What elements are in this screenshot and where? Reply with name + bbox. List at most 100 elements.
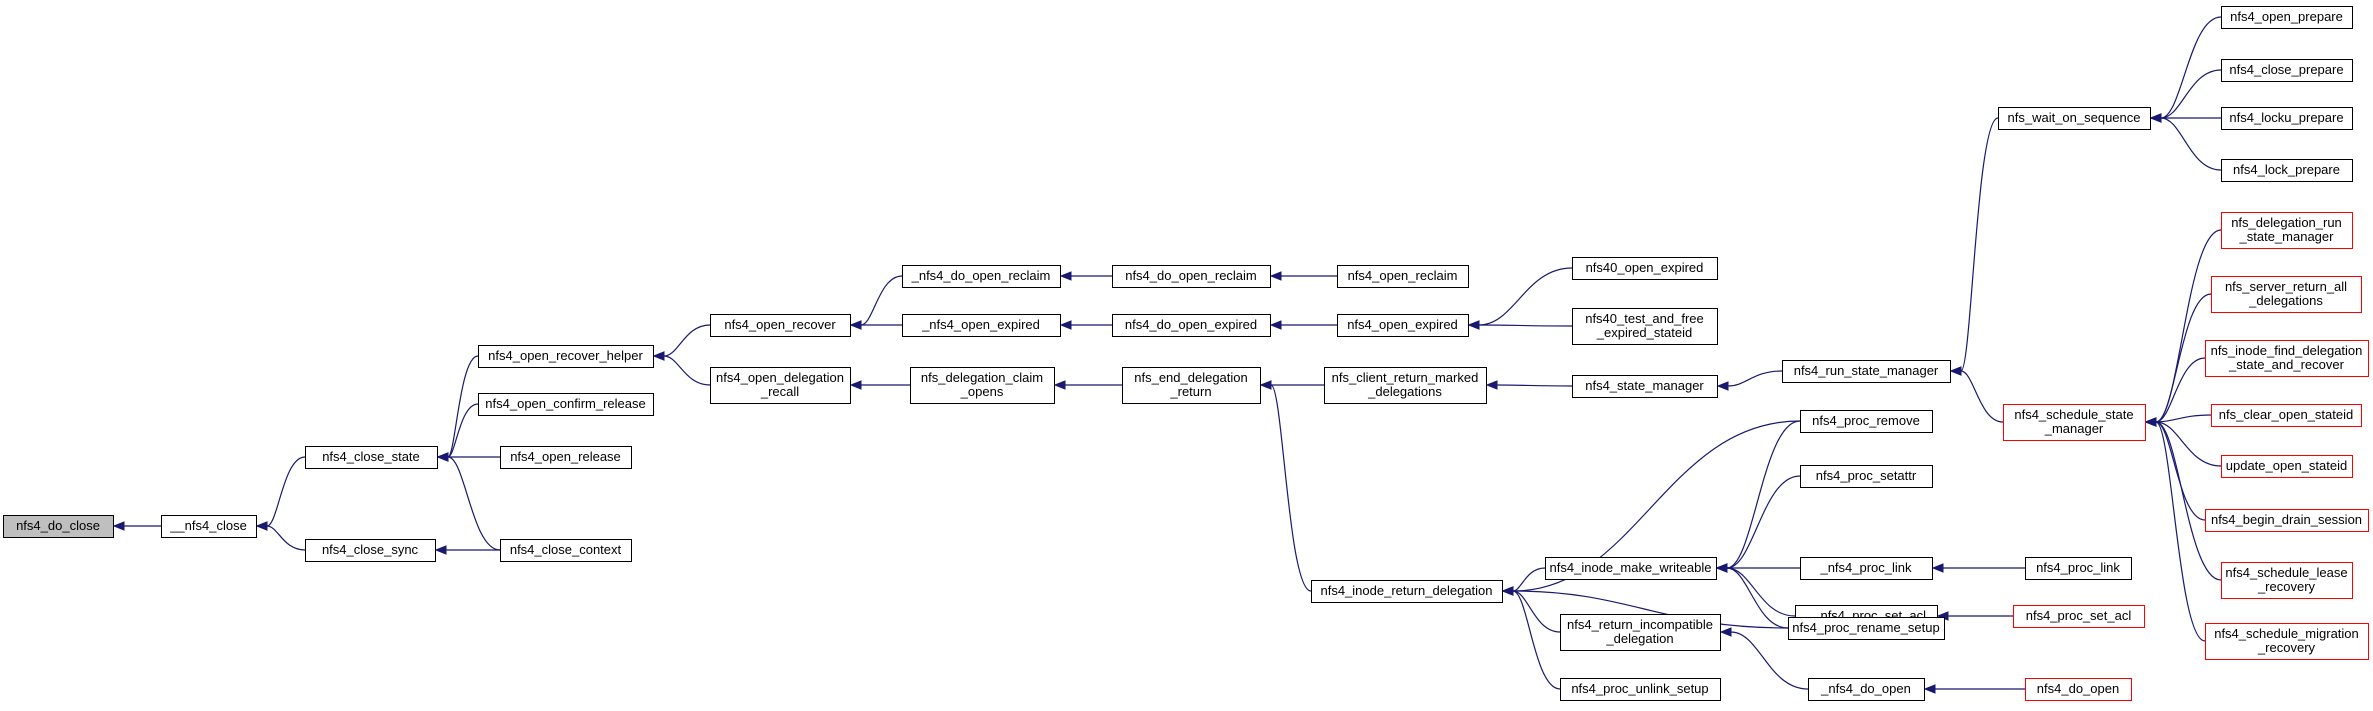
call-edge-nfs4_proc_set_acl-to-__nfs4_proc_set_acl	[1936, 611, 2014, 621]
node-nfs40_open_expired[interactable]: nfs40_open_expired	[1572, 257, 1718, 280]
edge-line	[2155, 421, 2206, 642]
edge-line	[2155, 414, 2212, 423]
node-_nfs4_do_open_reclaim[interactable]: _nfs4_do_open_reclaim	[902, 265, 1061, 288]
node-nfs_inode_find_delegation_state_and_recover[interactable]: nfs_inode_find_delegation_state_and_reco…	[2205, 340, 2369, 377]
node-nfs4_inode_return_delegation[interactable]: nfs4_inode_return_delegation	[1311, 580, 1503, 603]
node-nfs4_inode_make_writeable[interactable]: nfs4_inode_make_writeable	[1545, 557, 1717, 580]
node-nfs40_test_and_free_expired_stateid[interactable]: nfs40_test_and_free_expired_stateid	[1572, 308, 1718, 345]
node-nfs_delegation_claim_opens[interactable]: nfs_delegation_claim_opens	[910, 367, 1055, 404]
node-nfs4_schedule_state_manager[interactable]: nfs4_schedule_state_manager	[2003, 404, 2146, 441]
edge-arrowhead	[1059, 320, 1072, 330]
edge-line	[266, 525, 306, 551]
node-box	[2221, 107, 2353, 130]
node-_nfs4_do_open[interactable]: _nfs4_do_open	[1808, 678, 1925, 701]
node-nfs4_open_delegation_recall[interactable]: nfs4_open_delegation_recall	[710, 367, 851, 404]
node-box	[3, 515, 114, 538]
node-nfs4_do_open[interactable]: nfs4_do_open	[2025, 678, 2132, 701]
node-__nfs4_close[interactable]: __nfs4_close	[161, 515, 257, 538]
node-nfs4_proc_unlink_setup[interactable]: nfs4_proc_unlink_setup	[1560, 678, 1721, 701]
edge-arrowhead	[849, 380, 862, 390]
node-nfs4_open_reclaim[interactable]: nfs4_open_reclaim	[1337, 265, 1469, 288]
edge-arrowhead	[1923, 684, 1936, 694]
node-nfs4_close_sync[interactable]: nfs4_close_sync	[305, 539, 436, 562]
node-nfs4_proc_set_acl[interactable]: nfs4_proc_set_acl	[2013, 605, 2145, 628]
call-edge-__nfs4_proc_set_acl-to-nfs4_inode_make_writeable	[1715, 563, 1796, 617]
node-label: _state_and_recover	[2228, 357, 2345, 372]
edge-line	[447, 456, 501, 551]
node-box	[500, 539, 632, 562]
node-nfs4_run_state_manager[interactable]: nfs4_run_state_manager	[1782, 360, 1951, 383]
edge-line	[266, 456, 306, 527]
call-edge-nfs4_lock_prepare-to-nfs_wait_on_sequence	[2149, 113, 2222, 171]
edge-line	[663, 324, 711, 357]
node-label: nfs4_proc_remove	[1812, 413, 1920, 428]
node-nfs_end_delegation_return[interactable]: nfs_end_delegation_return	[1122, 367, 1261, 404]
edge-line	[1478, 267, 1573, 326]
graph-nodes: nfs4_do_close __nfs4_close nfs4_close_stat…	[3, 6, 2369, 701]
edge-line	[2155, 421, 2222, 581]
call-edge-nfs4_open_expired-to-nfs4_do_open_expired	[1269, 320, 1338, 330]
call-edge-nfs40_test_and_free_expired_stateid-to-nfs4_open_expired	[1467, 320, 1573, 330]
node-nfs4_locku_prepare[interactable]: nfs4_locku_prepare	[2221, 107, 2353, 130]
node-update_open_stateid[interactable]: update_open_stateid	[2221, 455, 2353, 478]
node-nfs4_schedule_lease_recovery[interactable]: nfs4_schedule_lease_recovery	[2221, 562, 2353, 599]
call-edge-_nfs4_open_expired-to-nfs4_open_recover	[849, 320, 903, 330]
node-nfs4_begin_drain_session[interactable]: nfs4_begin_drain_session	[2205, 509, 2369, 532]
node-box	[1560, 614, 1721, 651]
node-nfs4_open_release[interactable]: nfs4_open_release	[500, 446, 632, 469]
call-edge-nfs4_schedule_state_manager-to-nfs4_run_state_manager	[1949, 366, 2004, 423]
node-nfs_client_return_marked_delegations[interactable]: nfs_client_return_marked_delegations	[1324, 367, 1487, 404]
node-nfs4_schedule_migration_recovery[interactable]: nfs4_schedule_migration_recovery	[2205, 623, 2369, 660]
node-label: _delegations	[2248, 293, 2323, 308]
edge-arrowhead	[434, 545, 447, 555]
node-label: _state_manager	[2239, 229, 2335, 244]
node-nfs4_proc_setattr[interactable]: nfs4_proc_setattr	[1800, 465, 1933, 488]
node-nfs4_open_confirm_release[interactable]: nfs4_open_confirm_release	[478, 393, 654, 416]
node-label: nfs4_open_expired	[1347, 317, 1458, 332]
node-nfs4_return_incompatible_delegation[interactable]: nfs4_return_incompatible_delegation	[1560, 614, 1721, 651]
node-nfs_server_return_all_delegations[interactable]: nfs_server_return_all_delegations	[2211, 276, 2362, 313]
node-nfs_clear_open_stateid[interactable]: nfs_clear_open_stateid	[2211, 404, 2362, 427]
node-nfs4_state_manager[interactable]: nfs4_state_manager	[1572, 375, 1718, 398]
node-_nfs4_proc_link[interactable]: _nfs4_proc_link	[1800, 557, 1933, 580]
call-edge-nfs4_proc_link-to-_nfs4_proc_link	[1931, 563, 2025, 573]
edge-line	[1512, 567, 1546, 592]
edge-line	[1512, 590, 1561, 690]
node-box	[1800, 465, 1933, 488]
call-edge-_nfs4_do_open-to-nfs4_return_incompatible_delegation	[1719, 627, 1809, 690]
node-nfs4_open_prepare[interactable]: nfs4_open_prepare	[2221, 6, 2353, 29]
edge-line	[1960, 117, 1999, 372]
node-label: nfs_delegation_run	[2231, 215, 2342, 230]
call-edge-nfs4_open_prepare-to-nfs_wait_on_sequence	[2149, 16, 2222, 123]
edge-line	[1726, 420, 1801, 569]
call-edge-update_open_stateid-to-nfs4_schedule_state_manager	[2144, 417, 2222, 467]
node-box	[910, 367, 1055, 404]
node-nfs_wait_on_sequence[interactable]: nfs_wait_on_sequence	[1998, 107, 2151, 130]
node-box	[1112, 265, 1271, 288]
node-box	[478, 345, 654, 368]
edge-line	[1512, 590, 1561, 633]
edge-arrowhead	[1269, 271, 1282, 281]
node-nfs4_proc_remove[interactable]: nfs4_proc_remove	[1800, 410, 1933, 433]
node-box	[2221, 6, 2353, 29]
node-nfs4_proc_rename_setup[interactable]: nfs4_proc_rename_setup	[1788, 617, 1945, 640]
node-nfs4_open_recover_helper[interactable]: nfs4_open_recover_helper	[478, 345, 654, 368]
node-box	[2205, 509, 2369, 532]
node-nfs_delegation_run_state_manager[interactable]: nfs_delegation_run_state_manager	[2221, 212, 2353, 249]
node-nfs4_lock_prepare[interactable]: nfs4_lock_prepare	[2221, 159, 2353, 182]
node-_nfs4_open_expired[interactable]: _nfs4_open_expired	[902, 314, 1061, 337]
node-nfs4_do_close: nfs4_do_close	[3, 515, 114, 538]
node-nfs4_do_open_expired[interactable]: nfs4_do_open_expired	[1112, 314, 1271, 337]
edge-line	[2160, 69, 2222, 119]
node-nfs4_open_recover[interactable]: nfs4_open_recover	[710, 314, 851, 337]
node-nfs4_do_open_reclaim[interactable]: nfs4_do_open_reclaim	[1112, 265, 1271, 288]
node-nfs4_close_context[interactable]: nfs4_close_context	[500, 539, 632, 562]
node-label: nfs40_test_and_free	[1585, 311, 1704, 326]
node-nfs4_close_prepare[interactable]: nfs4_close_prepare	[2221, 59, 2353, 82]
node-nfs4_open_expired[interactable]: nfs4_open_expired	[1337, 314, 1469, 337]
node-nfs4_proc_link[interactable]: nfs4_proc_link	[2025, 557, 2132, 580]
node-box	[1572, 257, 1718, 280]
edge-arrowhead	[1949, 366, 1962, 376]
node-nfs4_close_state[interactable]: nfs4_close_state	[305, 446, 438, 469]
node-box	[1782, 360, 1951, 383]
